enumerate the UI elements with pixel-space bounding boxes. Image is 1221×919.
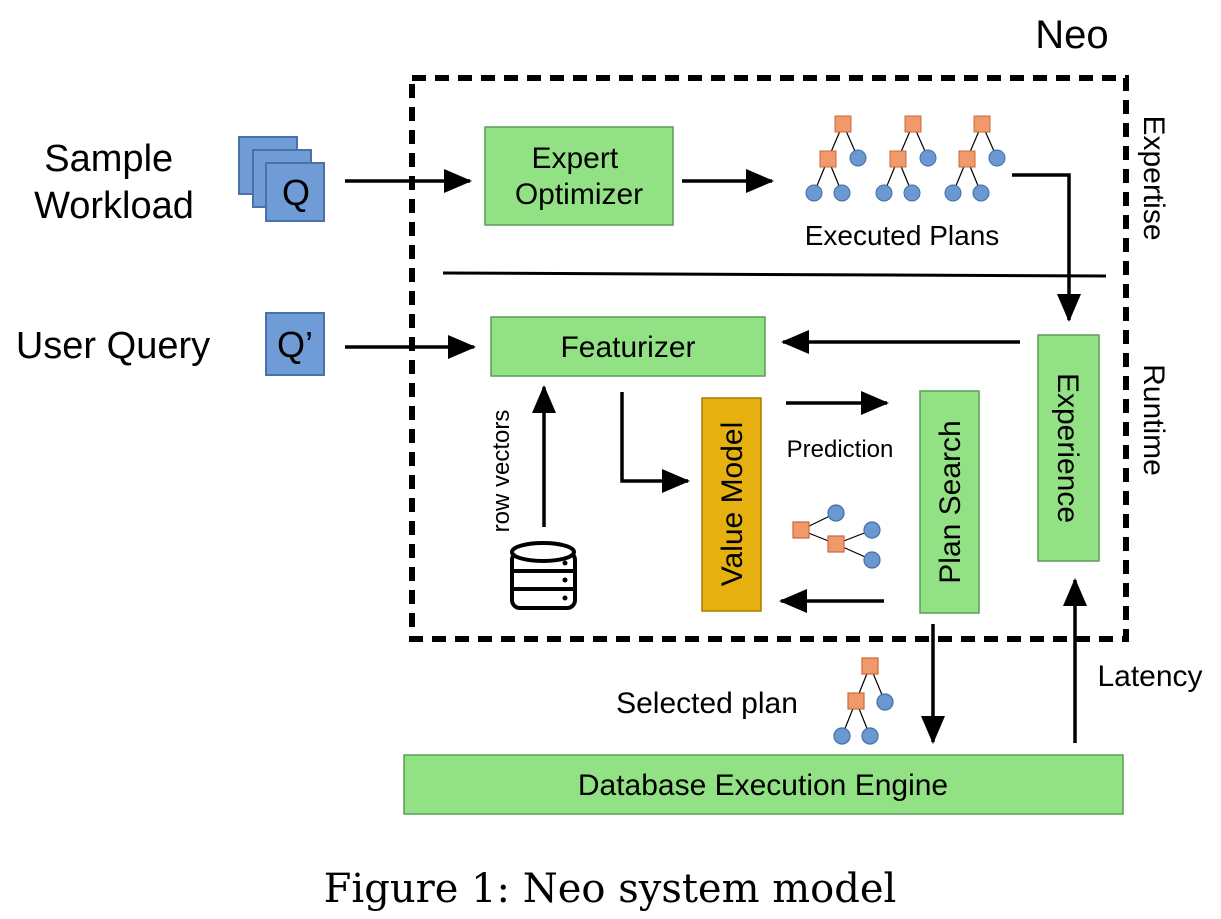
experience-box [1037, 334, 1100, 562]
plan-node-join [973, 115, 991, 133]
user-query-label: User Query [16, 325, 210, 367]
plan-node-scan [919, 149, 937, 167]
latency-label: Latency [1097, 660, 1202, 693]
executed-plans-group [805, 115, 1006, 202]
plan-node-join [819, 150, 837, 168]
db-engine-box [403, 754, 1124, 815]
plan-node-scan [944, 184, 962, 202]
plan-node-scan [988, 149, 1006, 167]
plan-node-scan [875, 184, 893, 202]
value-model-box [701, 397, 762, 612]
plan-search-label: Plan Search [934, 420, 967, 583]
runtime-label: Runtime [1137, 364, 1170, 476]
selected-plan-label: Selected plan [616, 687, 798, 720]
figure-caption: Figure 1: Neo system model [324, 866, 897, 912]
featurizer-label: Featurizer [560, 331, 695, 364]
expert-optimizer-line-1: Expert [531, 142, 618, 175]
sample-workload-label: Sample Workload [34, 138, 194, 227]
plan-node-join [904, 115, 922, 133]
value-model-label: Value Model [716, 422, 749, 587]
arrow-plans-to-experience [1012, 173, 1081, 322]
user-query-icon: Q’ [265, 312, 325, 376]
featurizer-box [490, 316, 766, 377]
plan-node-join [834, 115, 852, 133]
plan-node-scan [805, 184, 823, 202]
executed-plan-tree-icon [805, 115, 867, 202]
plan-node-scan [972, 184, 990, 202]
sample-workload-line-2: Workload [34, 185, 194, 227]
plan-node-scan [833, 184, 851, 202]
sample-workload-line-1: Sample [44, 138, 173, 180]
expert-optimizer-line-2: Optimizer [515, 178, 643, 211]
executed-plan-tree-icon [875, 115, 937, 202]
expert-optimizer-box [484, 126, 674, 226]
candidate-plan-tree-icon [792, 504, 881, 569]
plan-node-join [958, 150, 976, 168]
executed-plans-label: Executed Plans [805, 220, 1000, 251]
expertise-runtime-divider [442, 271, 1107, 278]
plan-node-join [889, 150, 907, 168]
plan-node-scan [903, 184, 921, 202]
prediction-label: Prediction [787, 436, 894, 463]
plan-search-box [919, 390, 980, 614]
row-vectors-label: row vectors [488, 410, 515, 533]
db-engine-label: Database Execution Engine [578, 769, 948, 802]
expert-optimizer-label: Expert Optimizer [515, 142, 643, 211]
expertise-label: Expertise [1137, 115, 1170, 240]
executed-plan-tree-icon [944, 115, 1006, 202]
experience-label: Experience [1051, 373, 1084, 523]
diagram-title: Neo [1035, 13, 1108, 57]
selected-plan-tree-icon [833, 657, 894, 745]
plan-node-scan [849, 149, 867, 167]
database-icon [510, 541, 577, 610]
sample-query-stack-icon: Q [238, 136, 325, 222]
neo-boundary [409, 75, 1129, 642]
arrows [345, 169, 1087, 744]
sample-query-glyph: Q [282, 172, 310, 213]
user-query-glyph: Q’ [277, 324, 313, 365]
arrow-featurizer-to-valuemodel [620, 392, 690, 493]
